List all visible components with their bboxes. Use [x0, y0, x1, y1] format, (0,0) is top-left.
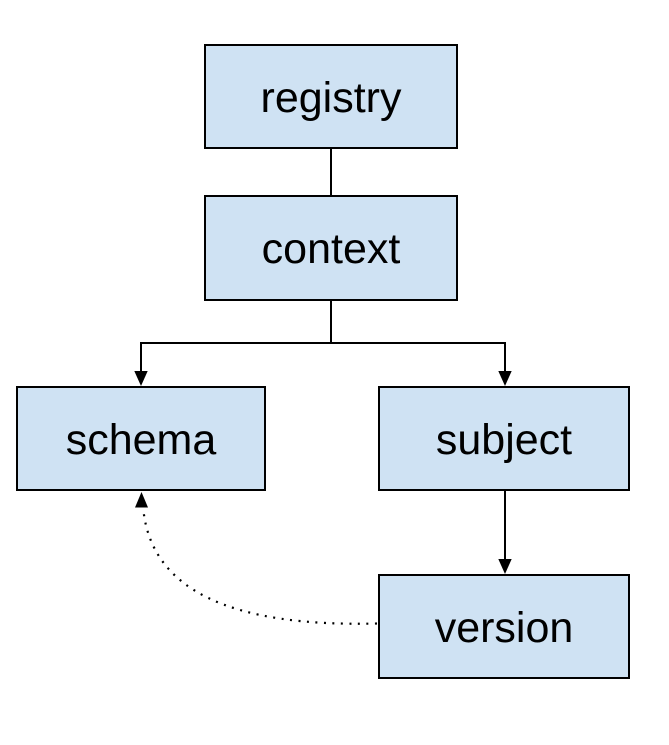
node-subject: subject [378, 386, 630, 491]
arrowhead-into-schema-bottom [135, 492, 148, 508]
arrowhead-into-version-top [498, 559, 512, 574]
node-schema-label: schema [66, 416, 217, 464]
node-context-label: context [262, 225, 401, 273]
edge-version-schema-dotted [135, 492, 378, 625]
node-version-label: version [435, 604, 574, 652]
node-context: context [204, 195, 458, 301]
node-schema-box [16, 386, 266, 491]
connector-line [140, 300, 506, 372]
node-version-box [378, 574, 630, 679]
dotted-connector-line [142, 510, 378, 625]
node-registry-label: registry [261, 74, 402, 122]
node-schema: schema [16, 386, 266, 491]
node-context-box [204, 195, 458, 301]
node-registry-box [204, 44, 458, 149]
node-subject-box [378, 386, 630, 491]
edge-context-branch [134, 300, 512, 386]
edge-subject-version [498, 490, 512, 574]
node-subject-label: subject [436, 416, 572, 464]
node-registry: registry [204, 44, 458, 149]
node-version: version [378, 574, 630, 679]
arrowhead-into-subject-top [498, 371, 512, 386]
arrowhead-into-schema-top [134, 371, 148, 386]
